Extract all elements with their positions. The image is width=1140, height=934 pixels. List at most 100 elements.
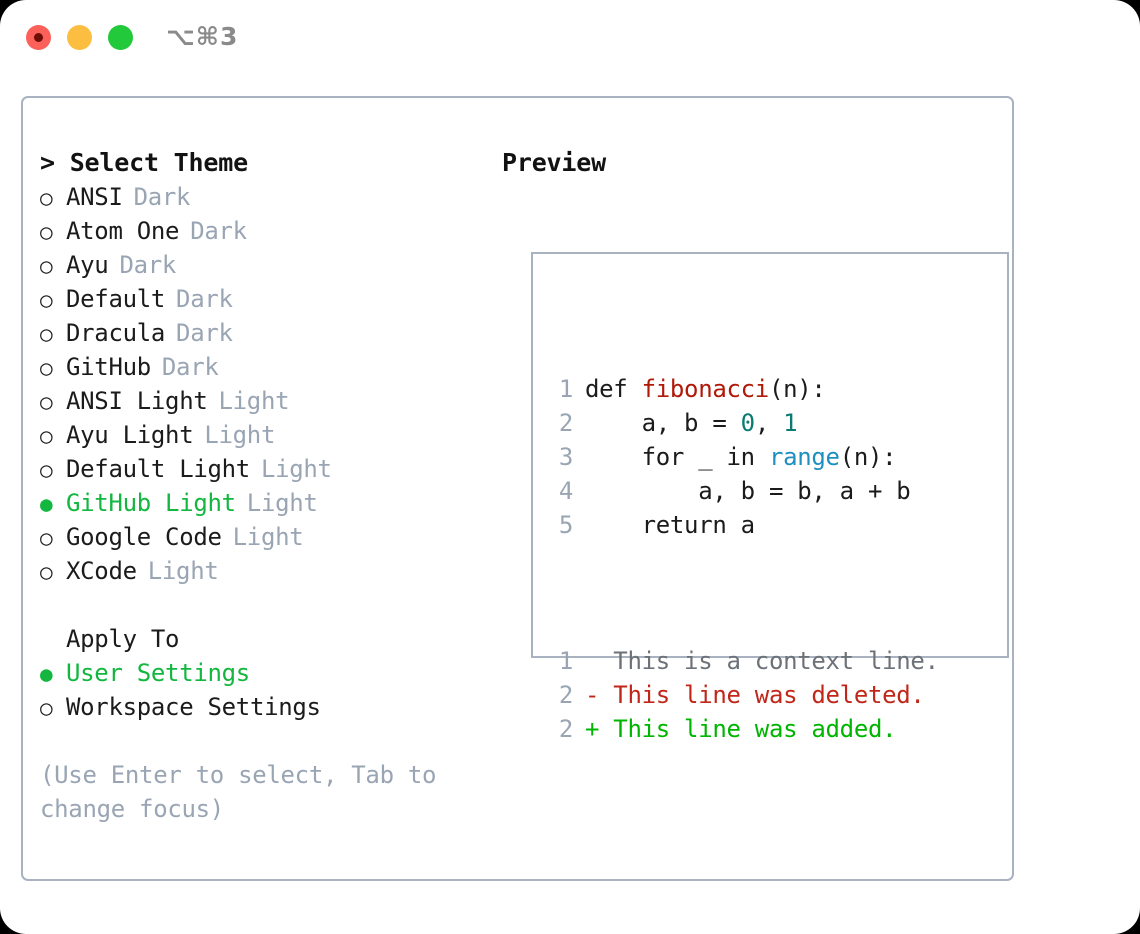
theme-option[interactable]: ○ Dracula Dark: [40, 316, 480, 350]
code-token: for _ in: [585, 443, 769, 471]
code-line: 4 a, b = b, a + b: [551, 474, 939, 508]
line-number: 1: [558, 647, 573, 675]
code-token: a, b =: [585, 409, 741, 437]
theme-option[interactable]: ○ Google Code Light: [40, 520, 480, 554]
radio-unselected-icon: ○: [40, 560, 53, 584]
radio-unselected-icon: ○: [40, 696, 53, 720]
theme-option-label: Ayu: [66, 251, 109, 279]
radio-unselected-icon: ○: [40, 322, 53, 346]
theme-option-label: XCode: [66, 557, 137, 585]
window-controls: [26, 25, 133, 50]
theme-variant-tag: Dark: [119, 251, 177, 279]
keyboard-hint: (Use Enter to select, Tab to change focu…: [40, 761, 437, 823]
diff-lines: 1 This is a context line. 2 - This line wa…: [551, 644, 939, 746]
code-line-text: a, b = 0, 1: [585, 406, 798, 440]
code-line-text: a, b = b, a + b: [585, 474, 911, 508]
close-button[interactable]: [26, 25, 51, 50]
minimize-button[interactable]: [67, 25, 92, 50]
radio-selected-icon: ●: [40, 662, 53, 686]
diff-deleted-line: 2 - This line was deleted.: [551, 678, 939, 712]
theme-option-label: ANSI Light: [66, 387, 208, 415]
apply-to-option[interactable]: ● User Settings: [40, 656, 480, 690]
theme-option[interactable]: ○ ANSI Light Light: [40, 384, 480, 418]
theme-variant-tag: Light: [147, 557, 219, 585]
theme-option-label: Default: [66, 285, 166, 313]
line-number: 1: [558, 375, 573, 403]
theme-option-label: Google Code: [66, 523, 222, 551]
zoom-button[interactable]: [108, 25, 133, 50]
diff-line-text: + This line was added.: [585, 715, 897, 743]
theme-variant-tag: Light: [232, 523, 304, 551]
code-token: 0: [740, 409, 755, 437]
apply-to-options[interactable]: ● User Settings ○ Workspace Settings: [40, 656, 480, 724]
radio-unselected-icon: ○: [40, 220, 53, 244]
keyboard-shortcut-label: ⌥⌘3: [166, 22, 239, 51]
select-theme-heading: > Select Theme: [40, 148, 248, 177]
theme-option-label: Dracula: [66, 319, 166, 347]
code-token: return a: [585, 511, 756, 539]
apply-to-heading: Apply To: [66, 625, 180, 653]
theme-option-label: ANSI: [66, 183, 123, 211]
theme-variant-tag: Light: [260, 455, 332, 483]
code-line: 2 a, b = 0, 1: [551, 406, 939, 440]
theme-option[interactable]: ○ XCode Light: [40, 554, 480, 588]
radio-unselected-icon: ○: [40, 424, 53, 448]
apply-to-option-label: Workspace Settings: [66, 693, 321, 721]
line-number: 2: [558, 715, 573, 743]
theme-variant-tag: Dark: [161, 353, 219, 381]
theme-option[interactable]: ○ ANSI Dark: [40, 180, 480, 214]
code-token: 1: [783, 409, 798, 437]
code-token: (n):: [839, 443, 897, 471]
code-token: fibonacci: [641, 375, 770, 403]
theme-variant-tag: Dark: [190, 217, 247, 245]
theme-option[interactable]: ○ Default Dark: [40, 282, 480, 316]
line-number: 2: [558, 681, 573, 709]
line-number: 4: [558, 477, 573, 505]
code-line: 1 def fibonacci(n):: [551, 372, 939, 406]
line-number: 2: [558, 409, 573, 437]
code-line-text: def fibonacci(n):: [585, 372, 826, 406]
apply-to-option[interactable]: ○ Workspace Settings: [40, 690, 480, 724]
diff-context-line: 1 This is a context line.: [551, 644, 939, 678]
theme-option-label: Ayu Light: [66, 421, 194, 449]
theme-variant-tag: Dark: [133, 183, 191, 211]
code-token: ,: [754, 409, 784, 437]
code-line: 5 return a: [551, 508, 939, 542]
theme-variant-tag: Light: [218, 387, 290, 415]
code-token: def: [585, 375, 642, 403]
radio-unselected-icon: ○: [40, 288, 53, 312]
theme-option[interactable]: ○ Default Light Light: [40, 452, 480, 486]
apply-to-option-label: User Settings: [66, 659, 250, 687]
theme-variant-tag: Light: [204, 421, 276, 449]
code-token: a, b = b, a + b: [585, 477, 911, 505]
code-line-text: return a: [585, 508, 756, 542]
theme-variant-tag: Dark: [176, 319, 233, 347]
diff-line-text: This is a context line.: [585, 647, 939, 675]
code-token: (n):: [768, 375, 826, 403]
radio-unselected-icon: ○: [40, 186, 53, 210]
theme-option[interactable]: ○ Ayu Light Light: [40, 418, 480, 452]
code-token: range: [768, 443, 840, 471]
theme-variant-tag: Dark: [176, 285, 233, 313]
radio-unselected-icon: ○: [40, 458, 53, 482]
diff-line-text: - This line was deleted.: [585, 681, 925, 709]
line-number: 5: [558, 511, 573, 539]
preview-heading: Preview: [502, 148, 606, 177]
spacer: [40, 588, 480, 622]
theme-variant-tag: Light: [246, 489, 318, 517]
code-line: 3 for _ in range(n):: [551, 440, 939, 474]
theme-option-label: Default Light: [66, 455, 250, 483]
radio-unselected-icon: ○: [40, 390, 53, 414]
radio-unselected-icon: ○: [40, 526, 53, 550]
